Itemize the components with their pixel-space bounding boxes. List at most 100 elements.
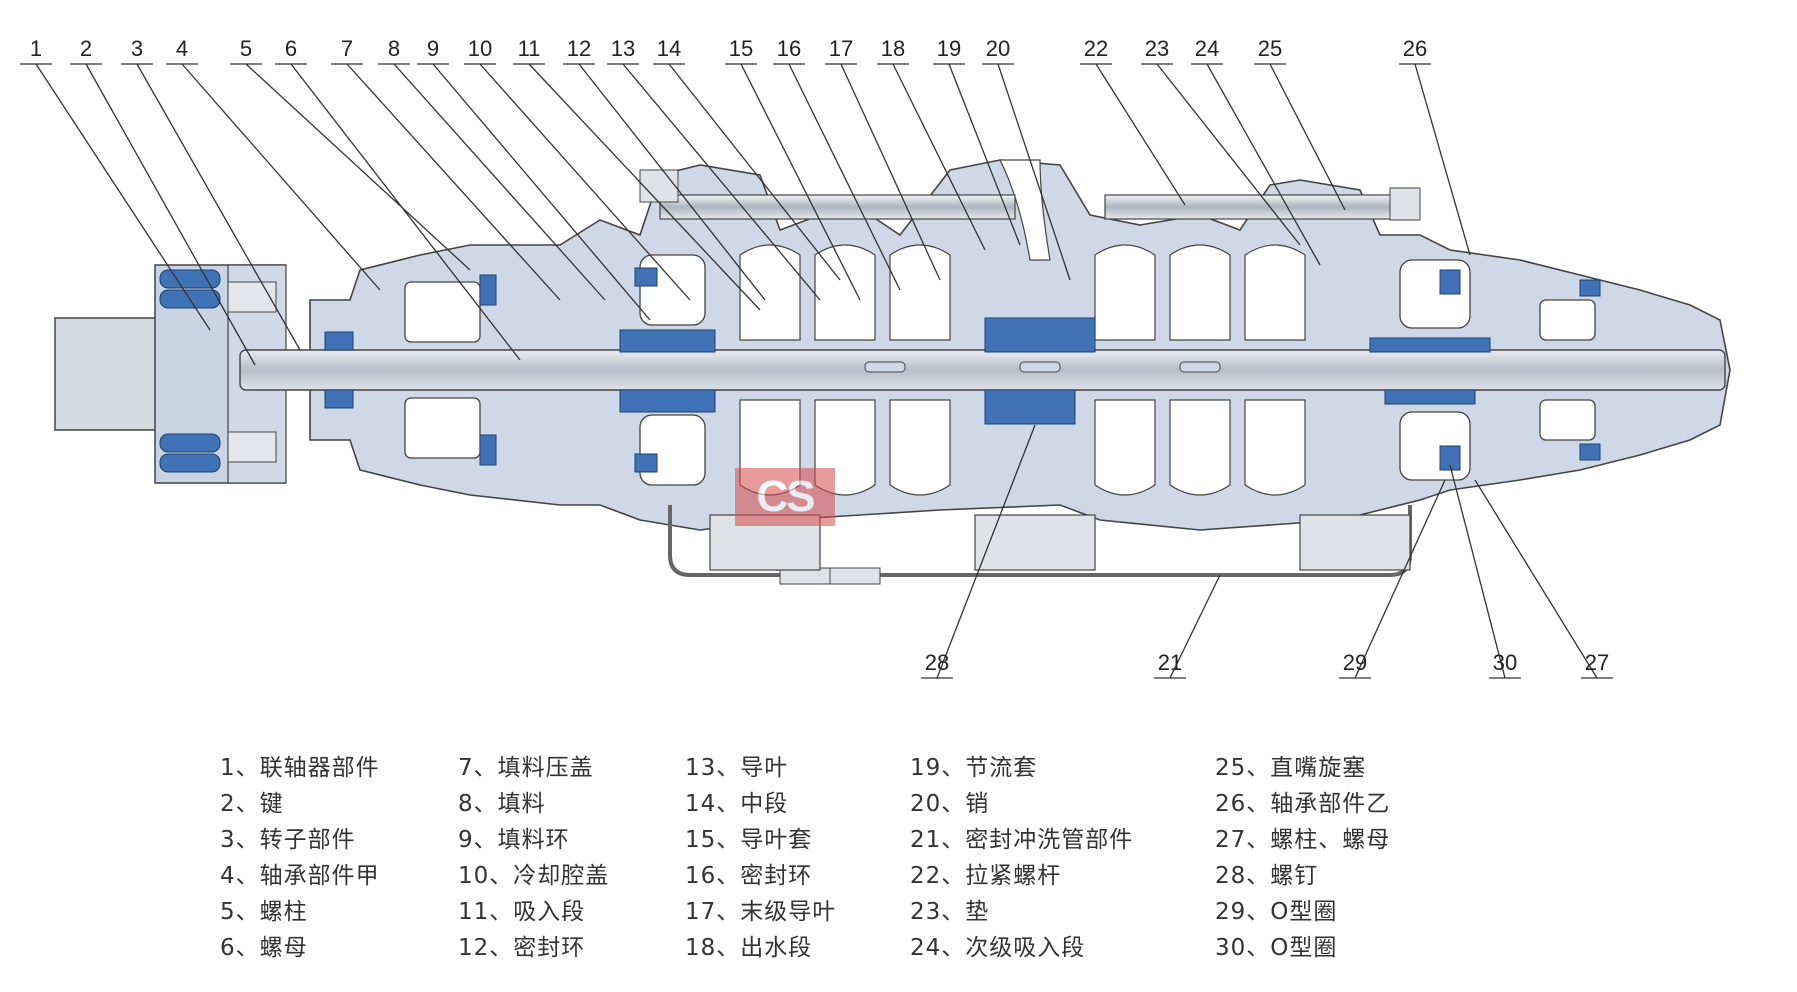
watermark-logo: CS (735, 468, 835, 526)
callout-number: 9 (427, 36, 439, 61)
leader-line (948, 63, 1021, 246)
legend-item: 15、导叶套 (685, 827, 813, 853)
leader-line (1474, 479, 1598, 679)
leader-line (393, 63, 606, 301)
seal-and-packing-parts (324, 267, 1601, 473)
leader-line (578, 63, 766, 301)
callout-number: 27 (1585, 650, 1609, 675)
legend-item: 21、密封冲洗管部件 (910, 827, 1134, 853)
callout-number: 22 (1084, 36, 1108, 61)
leader-line (840, 63, 941, 281)
leader-line (892, 63, 986, 251)
legend-item: 17、末级导叶 (685, 899, 837, 925)
callout-number: 12 (567, 36, 591, 61)
leader-line (740, 63, 861, 301)
callout-number: 20 (986, 36, 1010, 61)
leader-line (290, 63, 521, 361)
legend-item: 16、密封环 (685, 863, 813, 889)
callout-number: 26 (1403, 36, 1427, 61)
callout-number: 19 (937, 36, 961, 61)
legend-item: 1、联轴器部件 (220, 755, 380, 781)
legend-column-2: 7、填料压盖 8、填料 9、填料环 10、冷却腔盖 11、吸入段 12、密封环 (458, 750, 609, 966)
callout-number: 15 (729, 36, 753, 61)
leader-line (788, 63, 901, 291)
legend-item: 6、螺母 (220, 935, 308, 961)
callout-number: 4 (176, 36, 188, 61)
callout-number: 21 (1158, 650, 1182, 675)
leader-lines (20, 63, 1613, 679)
legend-column-5: 25、直嘴旋塞 26、轴承部件乙 27、螺柱、螺母 28、螺钉 29、O型圈 3… (1215, 750, 1390, 966)
legend-item: 26、轴承部件乙 (1215, 791, 1391, 817)
leader-line (997, 63, 1071, 281)
callout-number: 1 (30, 36, 42, 61)
callout-number: 10 (468, 36, 492, 61)
leader-line (1414, 63, 1471, 256)
leader-line (1354, 479, 1446, 679)
legend-item: 24、次级吸入段 (910, 935, 1086, 961)
leader-line (245, 63, 471, 271)
tie-rods (639, 169, 1421, 221)
callout-number: 28 (925, 650, 949, 675)
callout-number: 16 (777, 36, 801, 61)
leader-line (528, 63, 761, 311)
callout-number: 23 (1145, 36, 1169, 61)
legend-item: 9、填料环 (458, 827, 570, 853)
leader-line (1156, 63, 1301, 246)
leader-line (136, 63, 301, 351)
leader-line (181, 63, 381, 291)
leader-line (479, 63, 691, 301)
callout-number: 18 (881, 36, 905, 61)
callout-number: 24 (1195, 36, 1219, 61)
callout-number: 8 (388, 36, 400, 61)
leader-line (1269, 63, 1346, 211)
legend-item: 5、螺柱 (220, 899, 308, 925)
leader-line (346, 63, 561, 301)
leader-line (622, 63, 821, 301)
legend-item: 7、填料压盖 (458, 755, 594, 781)
callout-number: 2 (80, 36, 92, 61)
legend-item: 4、轴承部件甲 (220, 863, 380, 889)
leader-line (1206, 63, 1321, 266)
legend-item: 2、键 (220, 791, 284, 817)
parts-legend: 1、联轴器部件 2、键 3、转子部件 4、轴承部件甲 5、螺柱 6、螺母 7、填… (220, 750, 1520, 980)
legend-column-4: 19、节流套 20、销 21、密封冲洗管部件 22、拉紧螺杆 23、垫 24、次… (910, 750, 1133, 966)
legend-item: 10、冷却腔盖 (458, 863, 610, 889)
callout-number: 25 (1258, 36, 1282, 61)
callout-number: 7 (341, 36, 353, 61)
leader-line (1449, 464, 1506, 679)
legend-item: 27、螺柱、螺母 (1215, 827, 1391, 853)
legend-item: 22、拉紧螺杆 (910, 863, 1062, 889)
leader-line (432, 63, 651, 321)
leader-line (936, 424, 1036, 679)
callout-number: 30 (1493, 650, 1517, 675)
callout-number: 14 (657, 36, 681, 61)
callout-number: 17 (829, 36, 853, 61)
leader-line (1169, 574, 1221, 679)
legend-item: 20、销 (910, 791, 990, 817)
legend-item: 30、O型圈 (1215, 935, 1338, 961)
legend-item: 13、导叶 (685, 755, 789, 781)
leader-line (1095, 63, 1186, 206)
legend-item: 25、直嘴旋塞 (1215, 755, 1367, 781)
shaft (239, 349, 1726, 391)
legend-item: 18、出水段 (685, 935, 813, 961)
legend-column-1: 1、联轴器部件 2、键 3、转子部件 4、轴承部件甲 5、螺柱 6、螺母 (220, 750, 380, 966)
legend-item: 12、密封环 (458, 935, 586, 961)
legend-item: 3、转子部件 (220, 827, 356, 853)
legend-item: 29、O型圈 (1215, 899, 1338, 925)
leader-line (85, 63, 256, 366)
leader-line (668, 63, 841, 281)
callout-number: 29 (1343, 650, 1367, 675)
legend-item: 11、吸入段 (458, 899, 586, 925)
legend-item: 28、螺钉 (1215, 863, 1319, 889)
callout-number: 3 (131, 36, 143, 61)
legend-item: 14、中段 (685, 791, 789, 817)
legend-item: 19、节流套 (910, 755, 1038, 781)
legend-item: 8、填料 (458, 791, 546, 817)
callout-number: 5 (240, 36, 252, 61)
pump-feet (709, 514, 1411, 571)
callout-number: 11 (518, 36, 541, 61)
callout-number: 6 (285, 36, 297, 61)
